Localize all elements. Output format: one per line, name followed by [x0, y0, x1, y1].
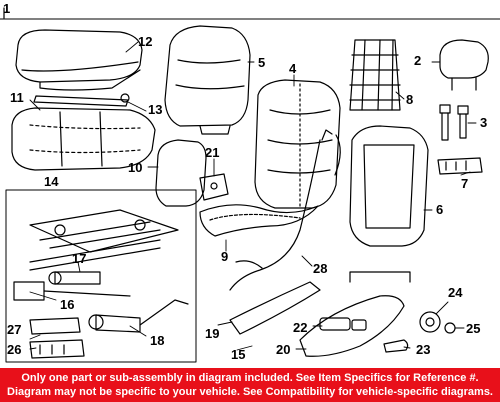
callout-4: 4	[289, 61, 297, 76]
callout-14: 14	[44, 174, 59, 189]
back-cover-5	[164, 25, 251, 135]
callout-6: 6	[436, 202, 444, 217]
module-26	[29, 339, 85, 359]
callout-26: 26	[7, 342, 22, 357]
track-assembly-box-14	[5, 189, 197, 363]
callout-22: 22	[293, 320, 308, 335]
knob-24	[419, 311, 441, 333]
disclaimer-line-1: Only one part or sub-assembly in diagram…	[21, 372, 479, 384]
callout-10: 10	[128, 160, 143, 175]
callout-17: 17	[72, 251, 87, 266]
leader-lines	[29, 41, 477, 351]
switch-22	[319, 317, 367, 331]
wiring-harness-28	[229, 129, 333, 291]
headrest-2	[439, 39, 489, 91]
cushion-cover-11	[11, 107, 156, 171]
callout-13: 13	[148, 102, 163, 117]
recliner-motor-18	[88, 299, 189, 333]
callout-1: 1	[3, 1, 11, 16]
callout-12: 12	[138, 34, 153, 49]
motor-16	[13, 281, 131, 301]
button-25	[444, 322, 456, 334]
callout-23: 23	[416, 342, 431, 357]
callout-18: 18	[150, 333, 165, 348]
heater-mat-13	[33, 93, 130, 107]
side-shield-19	[229, 281, 321, 335]
module-27	[29, 317, 81, 335]
disclaimer-line-2: Diagram may not be specific to your vehi…	[7, 386, 493, 398]
motor-17	[48, 271, 101, 285]
callout-20: 20	[276, 342, 291, 357]
callout-7: 7	[461, 176, 469, 191]
module-21	[199, 173, 229, 201]
callout-21: 21	[205, 145, 220, 160]
back-assembly-4	[254, 79, 341, 209]
callout-16: 16	[60, 297, 75, 312]
cushion-pad-12	[15, 29, 143, 91]
callout-28: 28	[313, 261, 328, 276]
callout-11: 11	[10, 90, 24, 105]
callout-2: 2	[414, 53, 422, 68]
disclaimer-banner: Only one part or sub-assembly in diagram…	[0, 368, 500, 402]
callout-5: 5	[258, 55, 266, 70]
callout-15: 15	[231, 347, 246, 362]
callout-24: 24	[448, 285, 463, 300]
callout-25: 25	[466, 321, 481, 336]
headrest-guides-3	[439, 104, 469, 141]
outer-shield-20	[299, 295, 405, 357]
callout-19: 19	[205, 326, 220, 341]
back-frame-6	[349, 125, 429, 283]
heater-element-9	[199, 204, 319, 237]
callout-9: 9	[221, 249, 229, 264]
callout-27: 27	[7, 322, 22, 337]
knob-23	[383, 339, 409, 353]
side-panel-10	[155, 139, 207, 207]
callout-8: 8	[406, 92, 414, 107]
bracket-7	[437, 157, 483, 175]
callout-3: 3	[480, 115, 488, 130]
lumbar-support-8	[349, 39, 401, 111]
